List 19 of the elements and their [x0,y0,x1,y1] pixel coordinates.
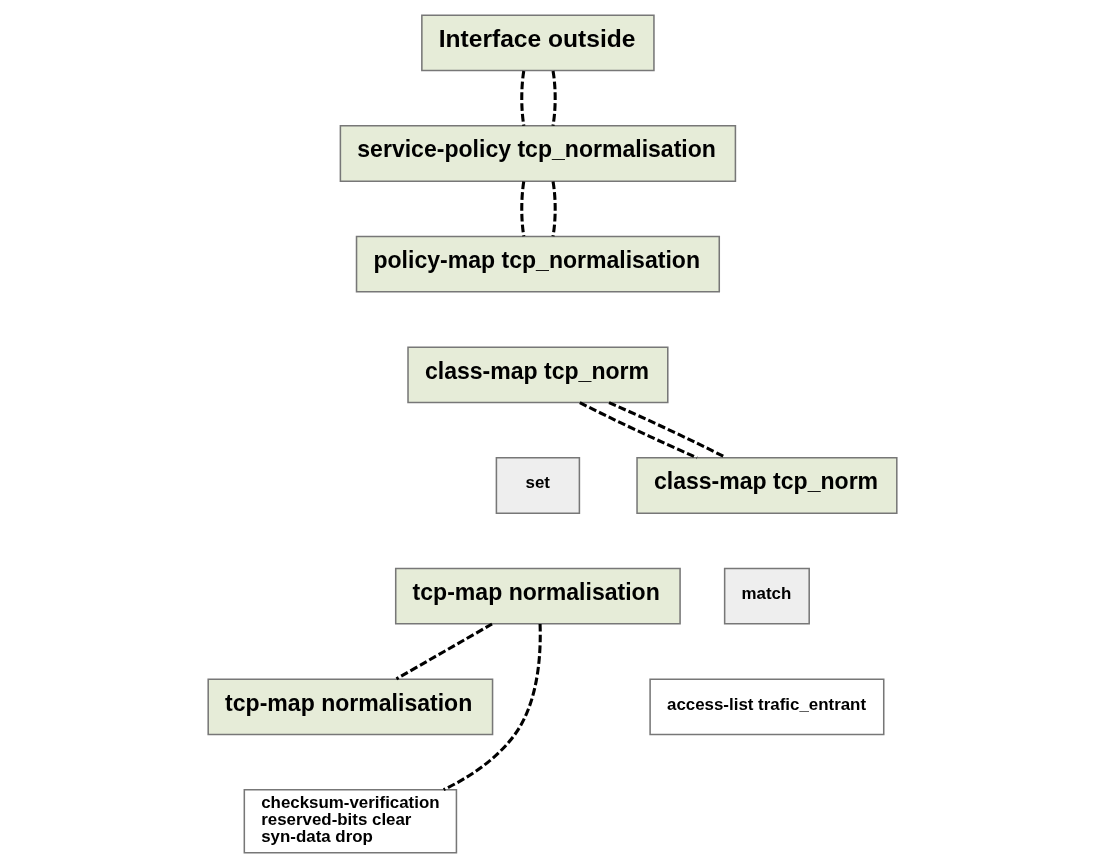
connector [519,180,525,237]
node-box: tcp-map normalisation [206,677,493,735]
node-box: tcp-map normalisation [394,567,681,625]
connector [442,623,542,791]
connector [578,400,698,459]
node-box: access-list trafic_entrant [648,677,884,735]
node-box: policy-map tcp_normalisation [355,235,720,293]
connector [607,400,726,459]
node-box: match [723,567,810,625]
node-box: checksum-verification reserved-bits clear syn-data drop [243,788,457,854]
node-box: class-map tcp_norm [406,345,669,403]
node-box: set [495,456,580,514]
connector [551,180,557,237]
connector [519,70,525,126]
connector [395,622,493,680]
connector [551,70,557,126]
node-box: Interface outside [420,13,655,71]
node-box: service-policy tcp_normalisation [339,124,736,182]
node-box: class-map tcp_norm [635,456,898,514]
